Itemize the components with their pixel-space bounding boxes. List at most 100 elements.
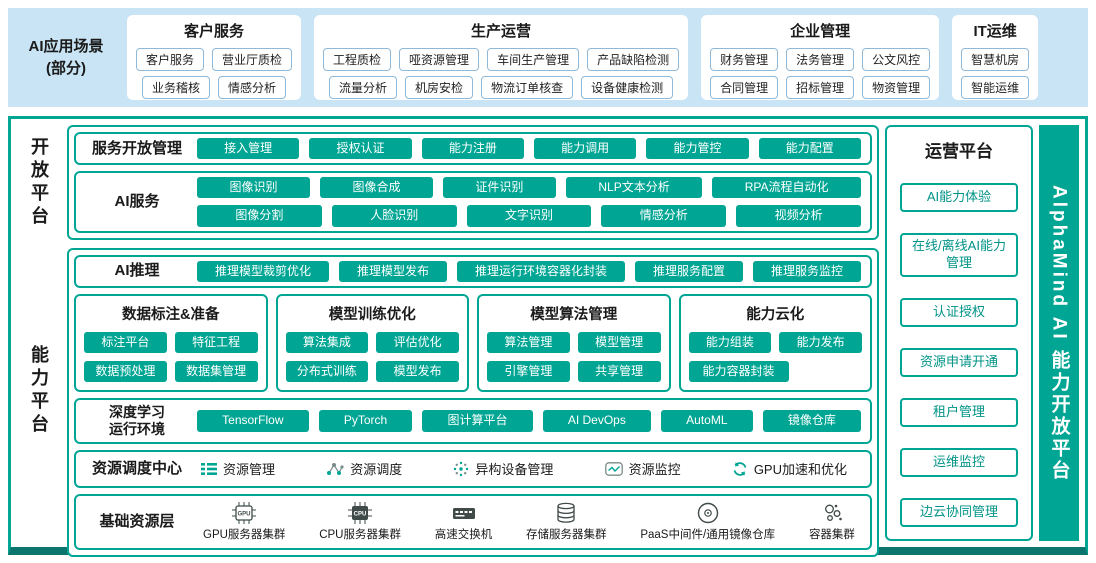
capability-button: RPA流程自动化: [712, 177, 861, 199]
app-chip: 设备健康检测: [581, 76, 674, 99]
capability-button: 推理服务配置: [635, 260, 743, 282]
capability-button: 共享管理: [577, 360, 661, 383]
app-chip: 营业厅质检: [212, 48, 293, 71]
capability-button: 标注平台: [84, 331, 167, 353]
column-grid: 算法管理模型管理引擎管理共享管理: [487, 331, 661, 383]
capability-button: 能力注册: [421, 138, 524, 160]
base-resource-label: 高速交换机: [434, 529, 493, 542]
button-row: 图像分割人脸识别文字识别情感分析视频分析: [197, 205, 861, 227]
dl-label-line2: 运行环境: [109, 420, 165, 437]
gpu-chip-icon: GPU: [231, 501, 257, 525]
capability-button: 能力组装: [688, 331, 772, 353]
scheduler-item-label: 资源管理: [223, 462, 276, 478]
base-resource-label: PaaS中间件/通用镜像仓库: [640, 529, 776, 542]
scheduler-item: 资源管理: [201, 459, 275, 478]
app-group-title: IT运维: [973, 23, 1017, 40]
base-resource-items: GPU GPU服务器集群 CPU CPU服务器集群: [197, 501, 861, 542]
button-rows: 图像识别图像合成证件识别 NLP文本分析 RPA流程自动化 图像分割人脸识别文字识别…: [197, 177, 861, 227]
capability-platform-side-label: 能力平台: [29, 345, 49, 437]
app-scenarios-banner: AI应用场景 (部分) 客户服务 客户服务营业厅质检 业务稽核情感分析 生产运营…: [8, 8, 1088, 107]
app-chip: 客户服务: [136, 48, 205, 71]
capability-button: 证件识别: [442, 177, 556, 199]
app-group-title: 生产运营: [471, 23, 532, 40]
capability-button: 数据预处理: [84, 360, 167, 383]
capability-button: 视频分析: [736, 205, 861, 227]
app-chip: 工程质检: [323, 48, 392, 71]
svg-text:CPU: CPU: [354, 512, 367, 518]
app-chip: 哑资源管理: [399, 48, 480, 71]
capability-button: 引擎管理: [487, 360, 570, 383]
side-label-capability-platform-wrap: 能力平台: [17, 241, 61, 541]
capability-button: 图像分割: [197, 205, 322, 227]
brand-title: AlphaMind AI 能力开放平台: [1048, 184, 1070, 482]
capability-button: 分布式训练: [285, 360, 369, 383]
row-label: 深度学习 运行环境: [85, 404, 189, 438]
capability-button: 推理模型发布: [339, 260, 447, 282]
base-resource-label: 容器集群: [808, 529, 855, 542]
app-group-it-ops: IT运维 智慧机房 智能运维: [952, 15, 1039, 100]
ops-button-edge-cloud: 边云协同管理: [900, 498, 1018, 527]
list-icon: [201, 462, 217, 476]
chip-row: 工程质检哑资源管理车间生产管理产品缺陷检测: [323, 48, 680, 71]
capability-button: NLP文本分析: [565, 177, 703, 199]
network-icon: [326, 462, 344, 476]
capability-button: 图像识别: [197, 177, 310, 199]
cpu-chip-icon: CPU: [347, 501, 373, 525]
app-chip: 物资管理: [862, 76, 931, 99]
monitor-chart-icon: [604, 461, 623, 476]
app-chip: 业务稽核: [142, 76, 211, 99]
dl-label-line1: 深度学习: [109, 404, 165, 421]
app-chip: 智慧机房: [961, 48, 1030, 71]
capability-columns-row: 数据标注&准备 标注平台特征工程数据预处理数据集管理 模型训练优化 算法集成评估…: [74, 293, 872, 393]
banner-label-line1: AI应用场景: [28, 37, 104, 55]
capability-button: 接入管理: [197, 138, 300, 160]
scheduler-item: GPU加速和优化: [732, 459, 847, 478]
ops-button-auth: 认证授权: [900, 297, 1018, 327]
base-resource-item: GPU GPU服务器集群: [203, 501, 285, 542]
center-column: 服务开放管理 接入管理授权认证能力注册能力调用能力管控能力配置 AI服务 图像识…: [67, 125, 879, 557]
app-group-title: 客户服务: [184, 23, 245, 40]
open-platform-side-label: 开放平台: [29, 137, 49, 229]
app-chip: 财务管理: [710, 48, 779, 71]
resource-scheduler-row: 资源调度中心 资源管理 资源调度: [74, 449, 872, 488]
capability-button: 特征工程: [174, 331, 258, 353]
row-label: AI服务: [114, 192, 160, 210]
column-title: 能力云化: [746, 306, 805, 323]
column-model-algorithm: 模型算法管理 算法管理模型管理引擎管理共享管理: [477, 293, 671, 393]
capability-button: 人脸识别: [331, 205, 457, 227]
ops-button-ai-experience: AI能力体验: [900, 183, 1018, 213]
svg-text:GPU: GPU: [238, 512, 251, 518]
capability-button: 授权认证: [309, 138, 412, 160]
ai-services-row: AI服务 图像识别图像合成证件识别 NLP文本分析 RPA流程自动化 图像分割人脸识…: [74, 171, 872, 233]
app-group-enterprise-mgmt: 企业管理 财务管理法务管理公文风控 合同管理招标管理物资管理: [701, 15, 940, 100]
base-resource-item: CPU CPU服务器集群: [319, 501, 401, 542]
capability-button: 文字识别: [466, 205, 592, 227]
capability-button: 图像合成: [319, 177, 433, 199]
ops-button-tenant-mgmt: 租户管理: [900, 397, 1018, 427]
app-chip: 法务管理: [786, 48, 855, 71]
capability-button: 能力管控: [646, 138, 749, 160]
capability-button: 算法管理: [487, 331, 570, 353]
base-resource-item: 存储服务器集群: [526, 501, 607, 542]
app-group-production-ops: 生产运营 工程质检哑资源管理车间生产管理产品缺陷检测 流量分析机房安检物流订单核…: [314, 15, 689, 100]
row-label: 服务开放管理: [91, 139, 182, 157]
column-grid: 能力组装能力发布能力容器封装: [688, 331, 862, 383]
capability-button: 图计算平台: [422, 410, 533, 432]
banner-label-line2: (部分): [46, 59, 86, 77]
capability-button: 算法集成: [285, 331, 369, 353]
app-chip: 智能运维: [961, 76, 1030, 99]
scheduler-item: 资源监控: [604, 459, 681, 478]
row-label: 资源调度中心: [91, 459, 182, 477]
platform-frame: 开放平台 能力平台 服务开放管理 接入管理授权认证能力注册能力调用能力管控能力配…: [8, 116, 1088, 557]
capability-button: 能力发布: [779, 331, 862, 353]
chip-row: 合同管理招标管理物资管理: [710, 76, 931, 99]
column-title: 数据标注&准备: [122, 306, 220, 323]
capability-button: 镜像仓库: [762, 410, 862, 432]
base-resource-item: 容器集群: [809, 501, 855, 542]
capability-button: AI DevOps: [542, 410, 652, 432]
capability-button: 能力容器封装: [688, 360, 789, 383]
scheduler-item: 异构设备管理: [453, 459, 553, 478]
chip-row: 财务管理法务管理公文风控: [710, 48, 931, 71]
ai-inference-row: AI推理 推理模型裁剪优化推理模型发布推理运行环境容器化封装推理服务配置推理服务…: [74, 254, 872, 288]
